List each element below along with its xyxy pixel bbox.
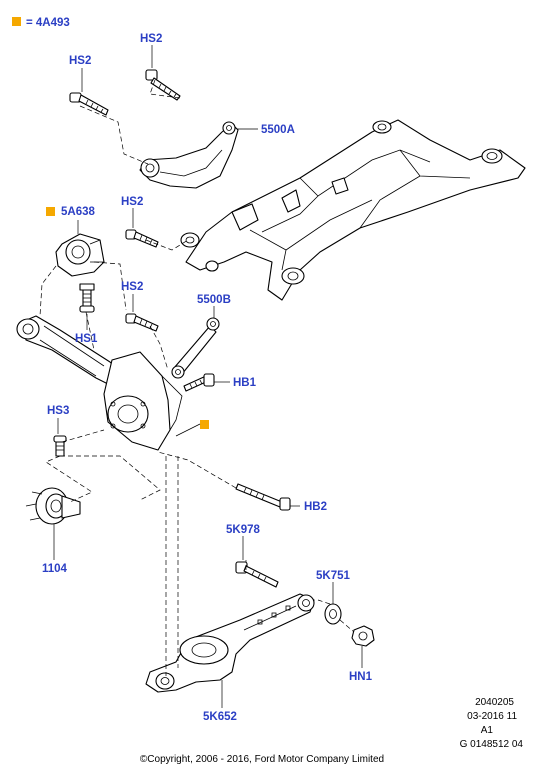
info-revision: A1 — [481, 725, 494, 736]
label-5k978: 5K978 — [226, 524, 260, 536]
lower-link-5500b — [171, 317, 220, 379]
wheel-hub-1104 — [25, 487, 81, 525]
bolt-hs3 — [53, 435, 67, 457]
bushing-5k751 — [324, 603, 342, 625]
label-5a638: 5A638 — [61, 206, 95, 218]
info-drawing-number: G 0148512 04 — [460, 739, 524, 750]
nut-hn1 — [351, 625, 375, 647]
label-hs3: HS3 — [47, 405, 69, 417]
label-hs2-c: HS2 — [121, 196, 143, 208]
lower-arm-5k652 — [145, 593, 315, 693]
label-5500a: 5500A — [261, 124, 295, 136]
info-date: 03-2016 11 — [467, 711, 517, 722]
label-hs2-b: HS2 — [140, 33, 162, 45]
label-5a638-marker — [46, 207, 55, 216]
label-5k751: 5K751 — [316, 570, 350, 582]
label-hb1: HB1 — [233, 377, 257, 389]
info-code: 2040205 — [475, 697, 514, 708]
leader-lines — [53, 45, 363, 708]
assembly-lines — [39, 79, 355, 676]
bolt-hs2-a — [69, 92, 109, 116]
label-hn1: HN1 — [349, 671, 373, 683]
bolt-5k978 — [235, 561, 279, 588]
bolt-hb2 — [235, 483, 291, 511]
knuckle-marker — [200, 420, 209, 429]
bolt-hs1 — [79, 283, 95, 313]
label-1104: 1104 — [42, 563, 68, 575]
legend-text: = 4A493 — [26, 17, 70, 29]
label-hs2-d: HS2 — [121, 281, 143, 293]
label-hs2-a: HS2 — [69, 55, 91, 67]
legend-marker — [12, 17, 21, 26]
label-hb2: HB2 — [304, 501, 327, 513]
copyright-text: ©Copyright, 2006 - 2016, Ford Motor Comp… — [140, 754, 384, 765]
label-hs1: HS1 — [75, 333, 98, 345]
rear-subframe — [180, 119, 526, 301]
bolt-hs2-d — [125, 313, 159, 332]
bolt-hs2-c — [125, 229, 159, 248]
trailing-arm-knuckle — [16, 315, 183, 451]
label-5500b: 5500B — [197, 294, 231, 306]
bolt-hb1 — [183, 373, 215, 392]
bushing-5a638 — [55, 233, 105, 277]
bolt-hs2-b — [145, 69, 181, 101]
label-5k652: 5K652 — [203, 711, 237, 723]
upper-arm-5500a — [139, 121, 239, 189]
